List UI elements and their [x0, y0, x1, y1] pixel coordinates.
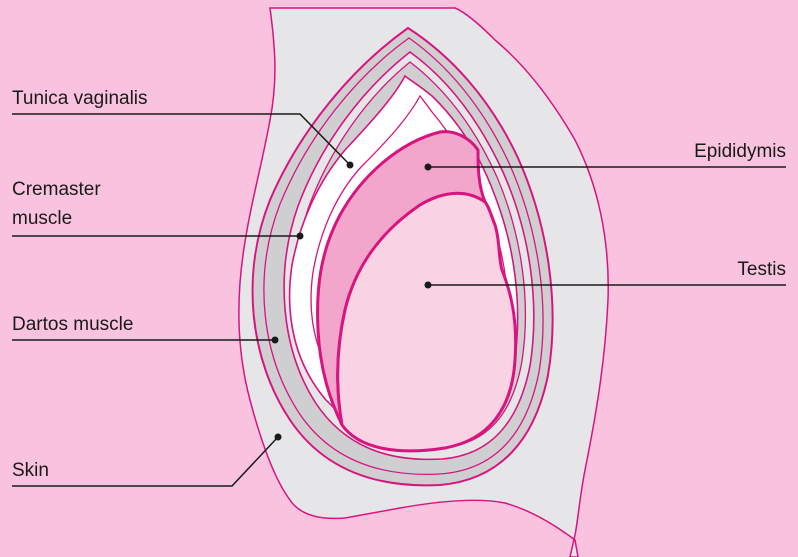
dot-dartos: [272, 337, 279, 344]
label-tunica-vaginalis: Tunica vaginalis: [12, 87, 148, 110]
label-cremaster-line1: Cremaster: [12, 178, 101, 201]
dot-skin: [275, 434, 282, 441]
dot-epididymis: [425, 164, 432, 171]
leader-skin: [12, 437, 278, 486]
label-testis: Testis: [737, 258, 786, 281]
label-skin: Skin: [12, 459, 49, 482]
label-epididymis: Epididymis: [694, 140, 786, 163]
dot-testis: [425, 282, 432, 289]
label-dartos-muscle: Dartos muscle: [12, 313, 133, 336]
dot-tunica-vaginalis: [347, 162, 354, 169]
label-cremaster-line2: muscle: [12, 207, 72, 230]
dot-cremaster: [297, 233, 304, 240]
